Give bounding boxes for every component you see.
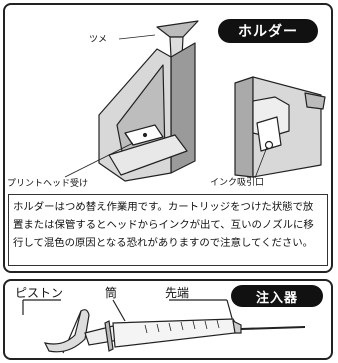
piston-label: ピストン (15, 286, 64, 300)
tip-label: 先端 (165, 286, 190, 300)
printhead-receiver-label: プリントヘッド受け (7, 179, 89, 189)
barrel-label: 筒 (105, 286, 118, 300)
syringe-panel: 注入器 ピストン 筒 先端 (3, 279, 333, 360)
syringe-title: 注入器 (231, 285, 323, 307)
ink-inlet-label: インク吸引口 (210, 178, 265, 188)
holder-title: ホルダー (218, 19, 318, 43)
usage-note: ホルダーはつめ替え作業用です。カートリッジをつけた状態で放置または保管するとヘッ… (8, 194, 328, 266)
syringe-illustration (22, 299, 306, 354)
holder-illustration (64, 20, 326, 182)
claw-label: ツメ (89, 35, 108, 45)
holder-panel: ホルダー (3, 3, 333, 273)
